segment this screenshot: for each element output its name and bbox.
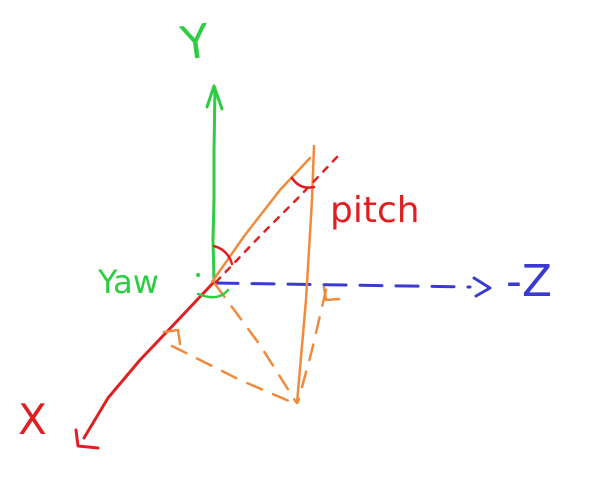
z-axis-line [214, 281, 472, 289]
origin-dot [196, 273, 200, 277]
direction-construction [162, 144, 341, 406]
pitch-dotted-line [214, 154, 340, 284]
yaw-construction [196, 273, 230, 299]
vertical-projection [295, 144, 316, 405]
right-angle-marker-x [162, 328, 182, 346]
yaw-label: Yaw [97, 263, 159, 301]
x-axis-arrowhead [74, 428, 100, 450]
y-axis [205, 84, 224, 282]
pitch-label: pitch [330, 190, 420, 231]
z-axis [214, 276, 492, 298]
z-axis-arrowhead [472, 276, 492, 298]
ground-projection [213, 282, 298, 404]
x-axis-label: X [18, 395, 47, 444]
x-axis-line [82, 281, 215, 440]
pitch-construction [214, 154, 340, 284]
y-axis-line [211, 86, 217, 282]
z-axis-label: -Z [506, 256, 552, 307]
x-axis [74, 281, 215, 450]
x-component [170, 344, 298, 406]
y-axis-label: Y [177, 13, 214, 71]
direction-vector [210, 156, 312, 284]
z-component [296, 288, 328, 404]
origin-angle-arc [212, 244, 234, 266]
y-axis-arrowhead [205, 84, 224, 111]
yaw-arc [196, 288, 230, 299]
pitch-arc [290, 176, 316, 189]
right-angle-marker-z [322, 285, 341, 302]
